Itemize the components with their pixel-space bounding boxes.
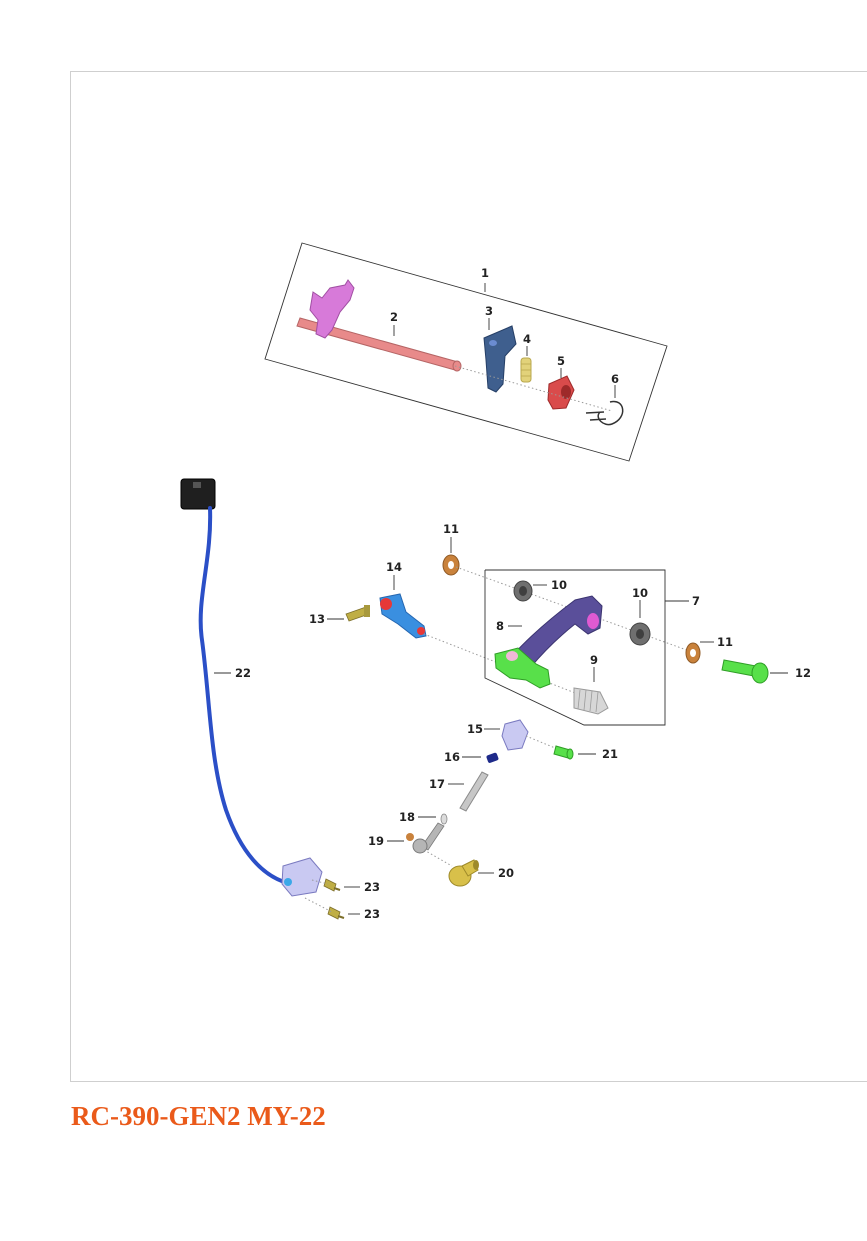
part-bolt-23b xyxy=(327,906,345,920)
part-bolt-12 xyxy=(721,659,769,684)
model-caption: RC-390-GEN2 MY-22 xyxy=(71,1101,326,1131)
part-shift-plate xyxy=(483,325,517,393)
part-shift-shaft xyxy=(296,317,462,372)
part-shift-lever-arm xyxy=(379,593,427,639)
part-ball-joint-19 xyxy=(406,822,445,854)
callout-20: 20 xyxy=(498,866,514,880)
assembly-1-frame xyxy=(264,242,668,462)
part-collar xyxy=(547,375,575,410)
callout-2: 2 xyxy=(390,310,398,324)
part-sensor-harness xyxy=(180,478,323,897)
assembly-7-frame xyxy=(484,569,666,726)
part-shift-fork xyxy=(309,279,355,339)
callout-22: 22 xyxy=(235,666,251,680)
callout-11a: 11 xyxy=(443,522,459,536)
callout-12: 12 xyxy=(795,666,811,680)
callout-10a: 10 xyxy=(551,578,567,592)
part-pin-21 xyxy=(553,745,574,760)
callout-11b: 11 xyxy=(717,635,733,649)
callout-21: 21 xyxy=(602,747,618,761)
callout-16: 16 xyxy=(444,750,460,764)
callout-7: 7 xyxy=(692,594,700,608)
callout-5: 5 xyxy=(557,354,565,368)
alignment-line-bolt-23b xyxy=(304,897,333,913)
part-nut-16 xyxy=(486,752,499,763)
alignment-line-shaft xyxy=(454,365,613,412)
callout-15: 15 xyxy=(467,722,483,736)
part-spring xyxy=(520,357,532,383)
callout-23a: 23 xyxy=(364,880,380,894)
part-ball-socket-20 xyxy=(448,859,479,887)
part-rod-17 xyxy=(459,771,489,812)
callout-10b: 10 xyxy=(632,586,648,600)
part-clip xyxy=(585,400,624,426)
part-gear-lever xyxy=(494,595,603,689)
callout-6: 6 xyxy=(611,372,619,386)
part-bolt-23a xyxy=(323,878,341,892)
callout-1: 1 xyxy=(481,266,489,280)
callout-17: 17 xyxy=(429,777,445,791)
callout-14: 14 xyxy=(386,560,402,574)
callout-9: 9 xyxy=(590,653,598,667)
callout-8: 8 xyxy=(496,619,504,633)
part-bolt-13 xyxy=(345,605,370,622)
alignment-line-pin xyxy=(525,735,561,751)
callout-3: 3 xyxy=(485,304,493,318)
part-bushing-10b xyxy=(629,622,651,646)
alignment-line-bolt-23a xyxy=(311,879,329,885)
part-nut-18 xyxy=(440,813,448,825)
part-rubber-grip xyxy=(573,687,609,715)
part-washer-11b xyxy=(685,642,701,664)
callout-13: 13 xyxy=(309,612,325,626)
alignment-line-ball xyxy=(423,849,453,867)
part-bushing-10a xyxy=(513,580,533,602)
callout-4: 4 xyxy=(523,332,531,346)
part-clevis xyxy=(501,719,529,751)
callout-23b: 23 xyxy=(364,907,380,921)
callout-19: 19 xyxy=(368,834,384,848)
part-washer-11a xyxy=(442,554,460,576)
callout-18: 18 xyxy=(399,810,415,824)
